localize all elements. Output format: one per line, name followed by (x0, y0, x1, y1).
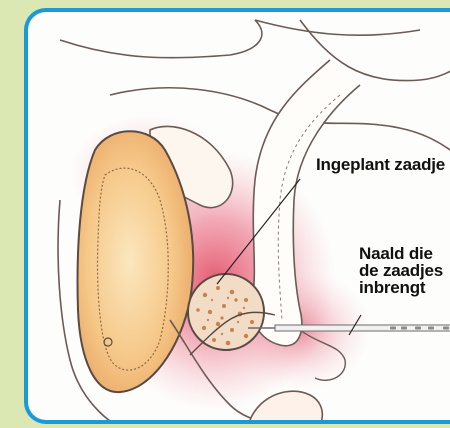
needle (248, 325, 450, 331)
needle-label: Naald die de zaadjes inbrengt (359, 245, 450, 296)
needle-label-line-1: Naald die (359, 245, 450, 262)
needle-label-line-3: inbrengt (359, 279, 450, 296)
anatomy-illustration (24, 8, 450, 424)
needle-label-line-2: de zaadjes (359, 262, 450, 279)
implanted-seed-label: Ingeplant zaadje (316, 156, 445, 173)
illustration-frame: Ingeplant zaadje Naald die de zaadjes in… (24, 8, 450, 424)
